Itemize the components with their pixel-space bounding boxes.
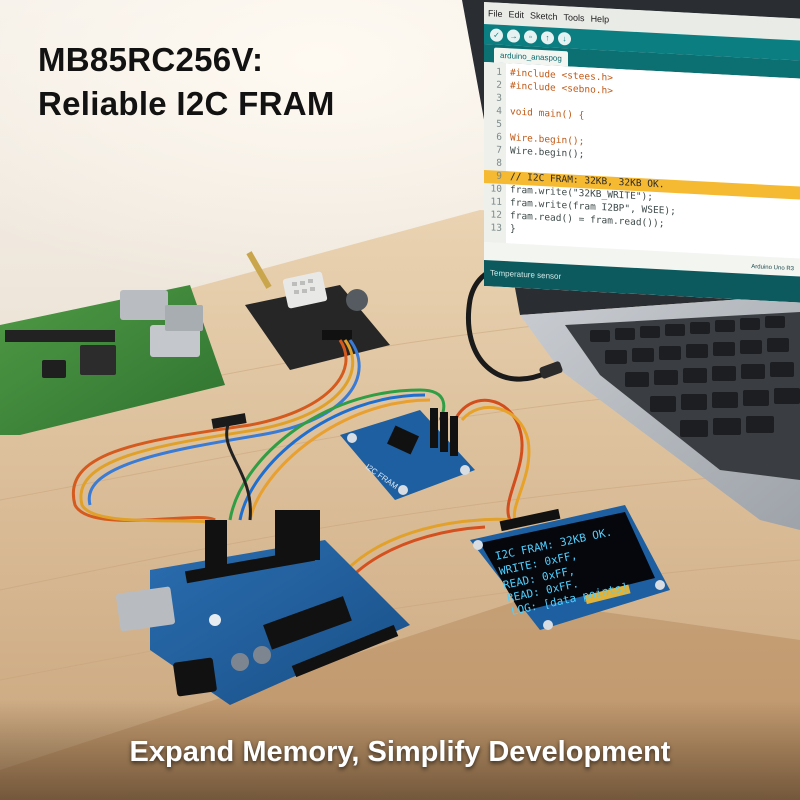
oled-header bbox=[499, 508, 561, 532]
console-message: Temperature sensor bbox=[490, 268, 562, 282]
raspberry-pi-board bbox=[0, 285, 225, 435]
upload-icon[interactable]: → bbox=[507, 28, 520, 43]
pi-usb-port-2 bbox=[150, 325, 200, 357]
pi-soc-chip bbox=[80, 345, 116, 375]
laptop-keys bbox=[590, 316, 800, 437]
tagline: Expand Memory, Simplify Development bbox=[129, 736, 671, 768]
oled-screen bbox=[480, 512, 655, 612]
verify-icon[interactable]: ✓ bbox=[490, 27, 503, 42]
fram-header-pins bbox=[430, 408, 458, 456]
arduino-ide-window: File Edit Sketch Tools Help ✓ → ▫ ↑ ↓ ar… bbox=[484, 2, 800, 303]
pi-gpio-header bbox=[5, 330, 115, 342]
uno-power-jack bbox=[173, 657, 217, 697]
menu-tools[interactable]: Tools bbox=[563, 12, 585, 24]
fram-pcb bbox=[340, 410, 475, 500]
pi-chip-2 bbox=[42, 360, 66, 378]
pi-usb-port-1 bbox=[120, 290, 168, 320]
arduino-uno-board bbox=[116, 510, 410, 705]
tagline-backdrop bbox=[0, 700, 800, 800]
headline-line-1: MB85RC256V: bbox=[38, 41, 264, 78]
uno-usb-b-port bbox=[116, 586, 175, 632]
code-editor[interactable]: 1#include <stees.h> 2#include <sebno.h> … bbox=[484, 62, 800, 259]
menu-help[interactable]: Help bbox=[590, 13, 610, 25]
fram-chip bbox=[386, 425, 420, 455]
uno-header-bottom bbox=[291, 624, 399, 678]
sensor-capacitor bbox=[346, 289, 368, 311]
uno-header-block-2 bbox=[275, 510, 320, 560]
wire-connector bbox=[211, 413, 247, 429]
fram-breakout-board bbox=[340, 408, 475, 500]
menu-edit[interactable]: Edit bbox=[508, 9, 525, 21]
open-icon[interactable]: ↑ bbox=[541, 30, 554, 45]
board-label: Arduino Uno R3 bbox=[751, 264, 794, 273]
new-icon[interactable]: ▫ bbox=[524, 29, 537, 44]
sensor-header bbox=[322, 330, 352, 340]
pi-ethernet-port bbox=[165, 305, 203, 331]
sensor-probe bbox=[246, 251, 272, 289]
menu-sketch[interactable]: Sketch bbox=[530, 10, 558, 22]
uno-header-block-1 bbox=[205, 520, 227, 570]
usb-plug bbox=[539, 361, 563, 379]
menu-file[interactable]: File bbox=[488, 8, 503, 19]
oled-display-module bbox=[470, 505, 670, 630]
save-icon[interactable]: ↓ bbox=[558, 31, 571, 46]
headline: MB85RC256V: Reliable I2C FRAM bbox=[38, 38, 335, 126]
headline-line-2: Reliable I2C FRAM bbox=[38, 85, 335, 122]
sensor-vents bbox=[292, 279, 315, 294]
uno-atmega-chip bbox=[263, 596, 352, 650]
oled-flex-cable bbox=[584, 584, 631, 605]
